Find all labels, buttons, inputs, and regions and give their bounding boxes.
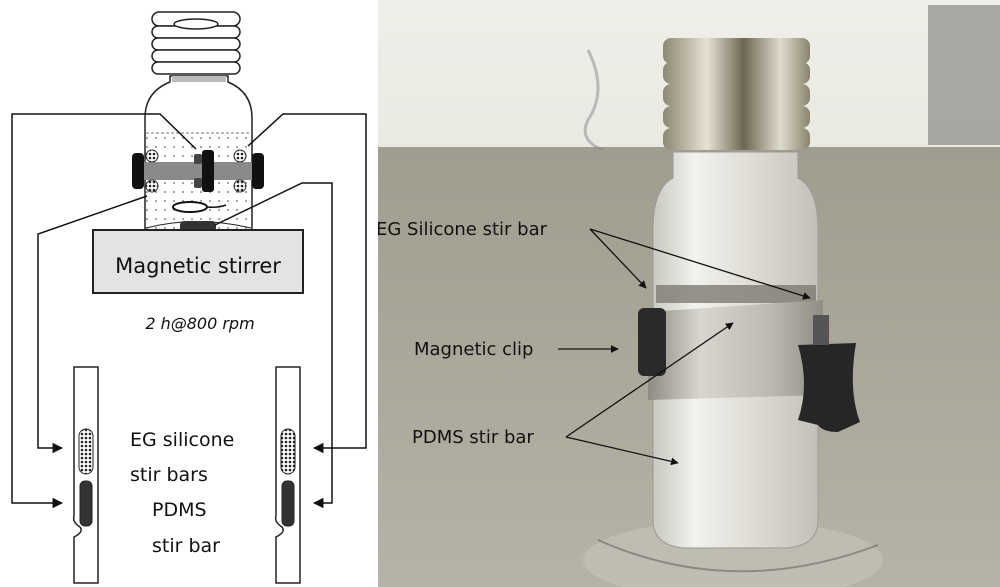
vial-icon xyxy=(132,75,264,233)
stir-bar-holder-right xyxy=(274,366,301,584)
label-magnetic-clip: Magnetic clip xyxy=(414,339,533,360)
legend-eg-line1: EG silicone xyxy=(130,429,234,451)
stir-bar-holder-left xyxy=(72,366,99,584)
legend-eg-line2: stir bars xyxy=(130,464,208,486)
stirrer-label: Magnetic stirrer xyxy=(115,254,281,278)
magnetic-clip-photo xyxy=(638,308,666,376)
vial-cap-photo xyxy=(663,38,810,150)
legend-pdms-line2: stir bar xyxy=(152,535,220,557)
photo-panel: EG Silicone stir bar Magnetic clip PDMS … xyxy=(378,0,1000,587)
legend-pdms-line1: PDMS xyxy=(152,499,207,521)
schematic-diagram: Magnetic stirrer 2 h@800 rpm EG silicone… xyxy=(11,11,367,584)
pdms-stir-bar-photo xyxy=(798,343,860,432)
vial-photo xyxy=(638,38,860,549)
vial-cap-icon xyxy=(151,11,241,75)
label-eg-silicone: EG Silicone stir bar xyxy=(378,219,548,240)
magnetic-stirrer-box xyxy=(92,229,304,294)
connector-lines xyxy=(11,113,367,509)
photo-arrows xyxy=(558,228,811,466)
condition-label: 2 h@800 rpm xyxy=(145,314,254,333)
label-pdms: PDMS stir bar xyxy=(412,427,534,448)
